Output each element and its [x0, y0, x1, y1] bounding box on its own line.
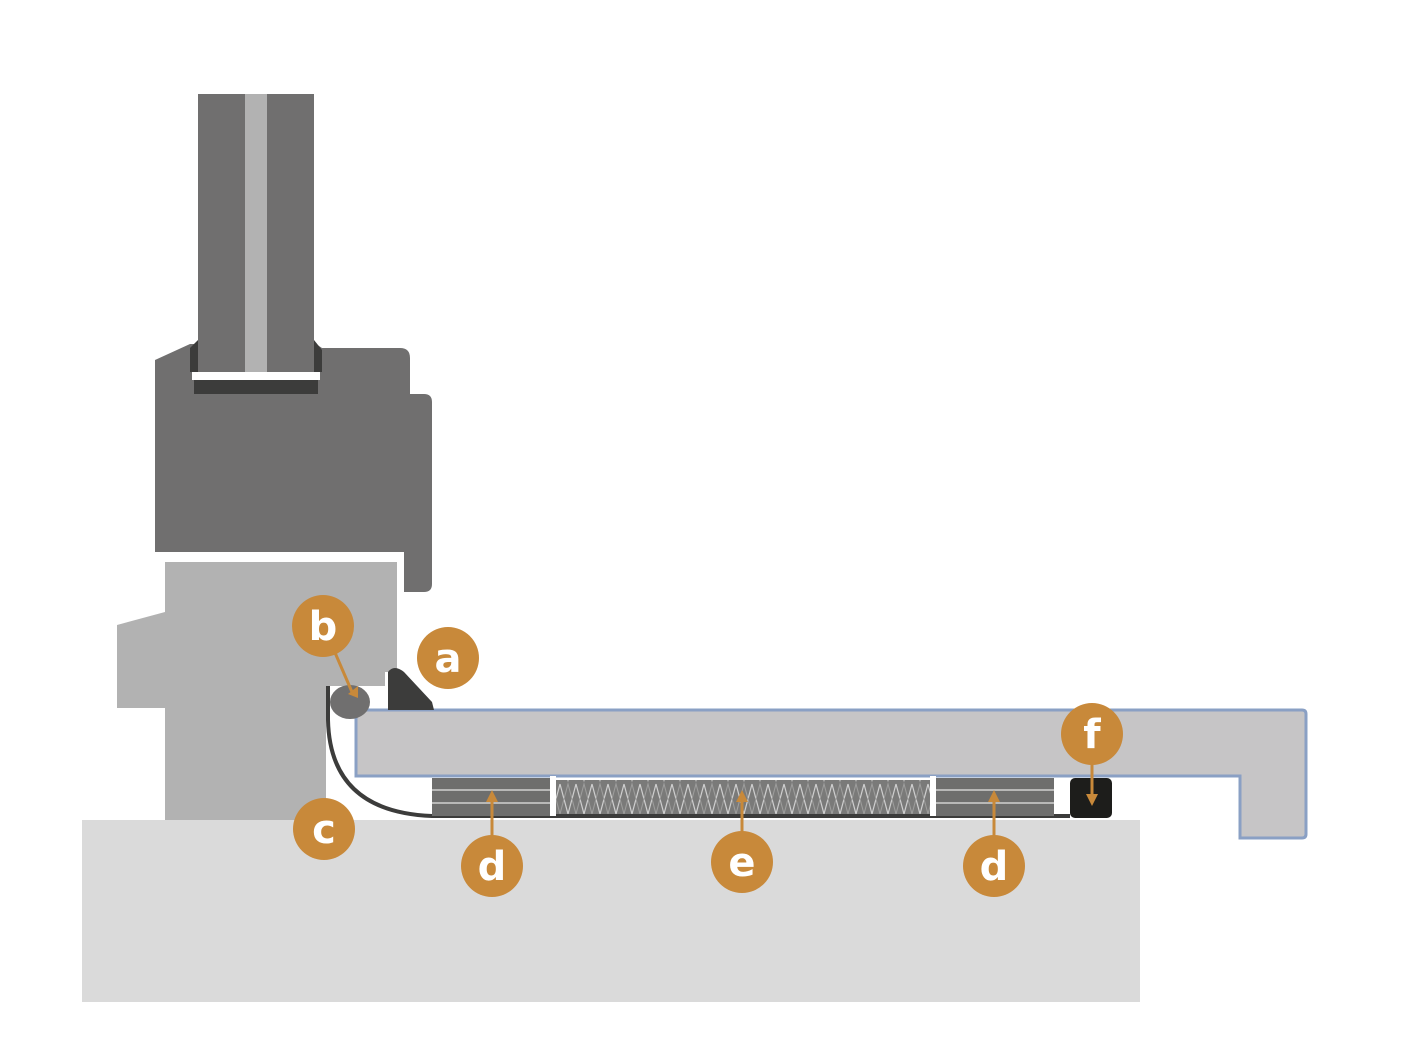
badge-d-right: d: [963, 835, 1025, 897]
window-frame-profile: [155, 344, 432, 592]
badge-d-right-label: d: [980, 844, 1009, 890]
glazing-gasket-right: [314, 340, 322, 372]
badge-c-label: c: [312, 807, 336, 853]
window-sill: [354, 708, 1308, 840]
glass-pane-core: [245, 94, 267, 390]
glass-setting-block: [194, 380, 318, 394]
badge-a: a: [417, 627, 479, 689]
leader-lines: [331, 647, 1098, 838]
badge-f: f: [1061, 703, 1123, 765]
strip-divider-2: [930, 776, 936, 816]
badge-d-left: d: [461, 835, 523, 897]
badge-c: c: [293, 798, 355, 860]
badge-e: e: [711, 831, 773, 893]
badge-e-label: e: [728, 840, 755, 886]
glass-setting-block-gap: [192, 372, 320, 380]
part-c-membrane: [326, 686, 1070, 818]
part-a-seal: [388, 668, 434, 710]
floor-substrate: [82, 820, 1140, 1002]
badge-f-label: f: [1083, 712, 1101, 758]
strip-divider-1: [550, 776, 556, 816]
badge-d-left-label: d: [478, 844, 507, 890]
badge-b-label: b: [309, 604, 338, 650]
glazing-gasket-left: [190, 340, 198, 372]
badge-a-label: a: [435, 636, 462, 682]
part-b-gasket: [330, 685, 370, 719]
badge-b: b: [292, 595, 354, 657]
